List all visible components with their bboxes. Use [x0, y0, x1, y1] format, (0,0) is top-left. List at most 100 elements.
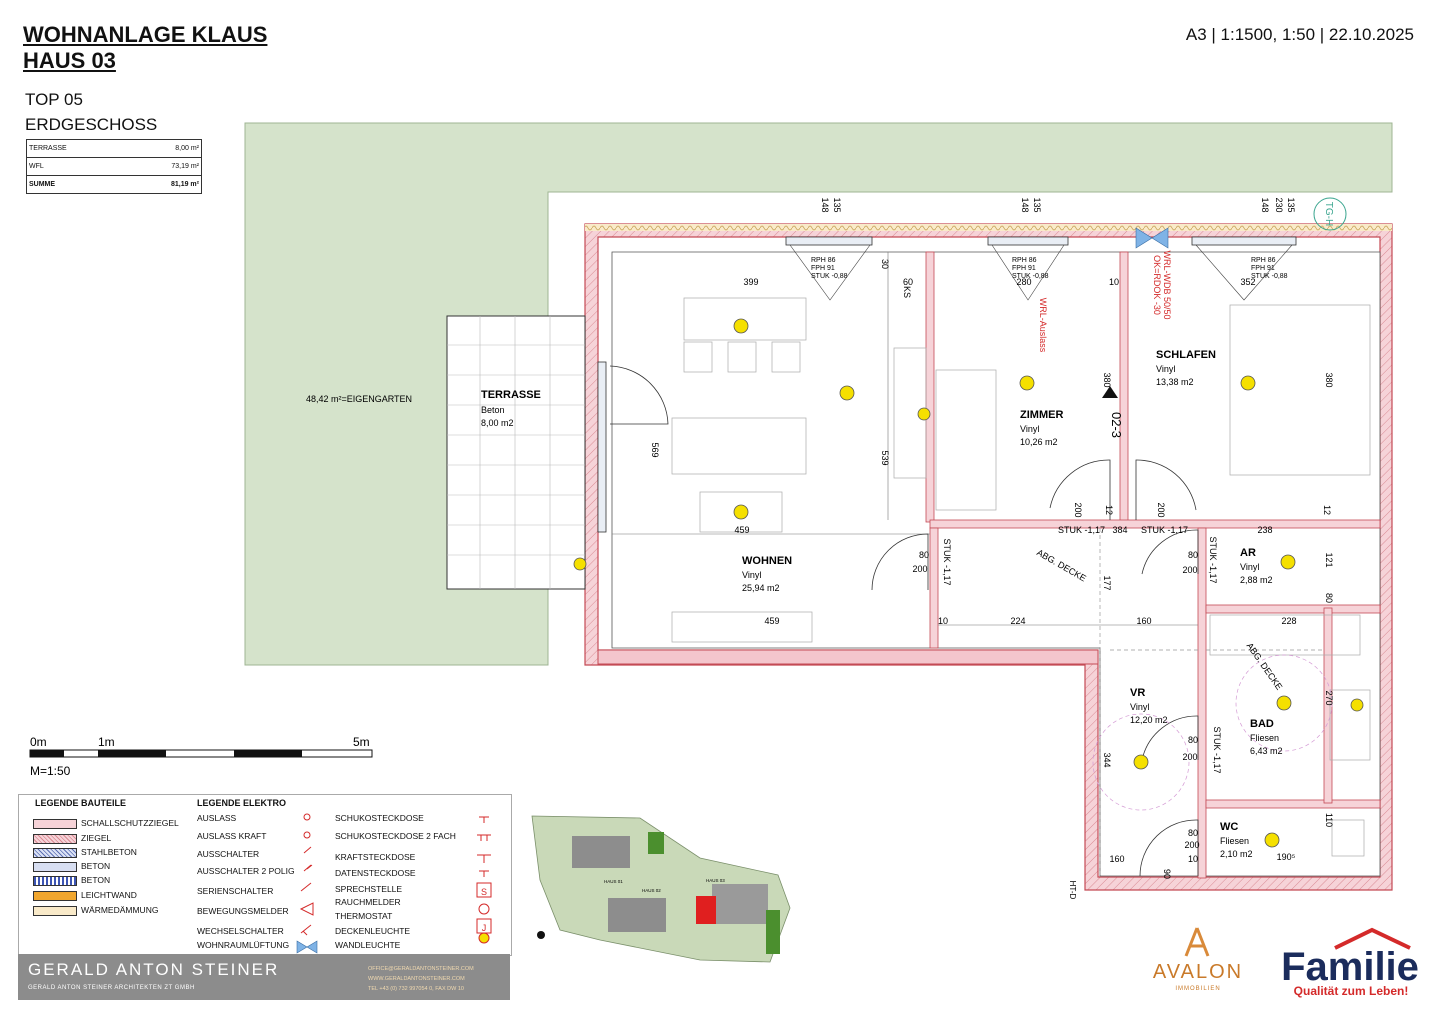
- room-area-terrasse: 8,00 m2: [481, 418, 514, 428]
- avalon-logo: AVALON IMMOBILIEN: [1153, 927, 1241, 992]
- legend-item: WECHSELSCHALTER: [197, 926, 284, 936]
- rph-note: RPH 86: [1012, 257, 1037, 264]
- room-material-vr: Vinyl: [1130, 702, 1149, 712]
- bewegungsmelder-icon: [299, 902, 314, 916]
- room-area-wohnen: 25,94 m2: [742, 583, 780, 593]
- wechselschalter-icon: [300, 924, 312, 936]
- terrace-slab: [446, 315, 586, 590]
- swatch-beton: [33, 862, 77, 872]
- room-area-vr: 12,20 m2: [1130, 715, 1168, 725]
- door-swings: [609, 365, 1199, 877]
- stuk-note: STUK -0,88: [1251, 273, 1288, 280]
- dimension: 30: [880, 259, 890, 269]
- dimension: 238: [1257, 525, 1272, 535]
- dimension: 121: [1324, 552, 1334, 567]
- dimension: 80: [1324, 593, 1334, 603]
- avalon-sub: IMMOBILIEN: [1175, 986, 1220, 992]
- dimension: 10: [1109, 277, 1119, 287]
- legend-elektro-heading: LEGENDE ELEKTRO: [197, 798, 287, 808]
- scale-bar: 0m 1m 5m M=1:50: [29, 735, 373, 778]
- legend-item: BETON: [81, 861, 111, 871]
- dimension: 200: [1184, 840, 1199, 850]
- familie-wordmark: Familie: [1281, 945, 1419, 989]
- legend-item: BEWEGUNGSMELDER: [197, 906, 289, 916]
- dimension: 270: [1324, 690, 1334, 705]
- site-haus-1: HAUS 01: [604, 879, 623, 884]
- dimension: 344: [1102, 752, 1112, 767]
- dimension: 80: [919, 550, 929, 560]
- dimension: 110: [1324, 813, 1334, 827]
- room-name-terrasse: TERRASSE: [481, 389, 541, 401]
- dimension: 80: [1188, 828, 1198, 838]
- garden-label: 48,42 m²=EIGENGARTEN: [306, 394, 412, 404]
- section-marker: 02-3: [1109, 412, 1124, 438]
- interior-floor: [611, 251, 1381, 877]
- legend-item: SCHUKOSTECKDOSE: [335, 813, 424, 823]
- stuk-level: STUK -1,17: [1212, 726, 1222, 773]
- architect-phone: TEL +43 (0) 732 997054 0, FAX DW 10: [368, 986, 464, 992]
- architect-name: GERALD ANTON STEINER: [28, 960, 280, 979]
- schukosteckdose-2fach-icon: [477, 834, 491, 841]
- dimension: 80: [1188, 735, 1198, 745]
- room-name-vr: VR: [1130, 687, 1145, 699]
- sprechstelle-icon: [476, 882, 492, 898]
- architect-email: OFFICE@GERALDANTONSTEINER.COM: [368, 966, 474, 972]
- fph-note: FPH 91: [811, 265, 835, 272]
- dimension: 160: [1136, 616, 1151, 626]
- swatch-schallschutzziegel: [33, 819, 77, 829]
- familie-logo: Familie Qualität zum Leben!: [1281, 927, 1419, 998]
- dimension: 384: [1112, 525, 1127, 535]
- sheet-meta: A3 | 1:1500, 1:50 | 22.10.2025: [1185, 25, 1414, 44]
- interior-walls: [925, 251, 1381, 879]
- scale-tick-1: 1m: [98, 735, 115, 749]
- site-plan: HAUS 01 HAUS 02 HAUS 03: [531, 815, 791, 963]
- ok-rdok-label: OK=RDOK -30: [1152, 255, 1162, 315]
- dimension: 200: [1182, 752, 1197, 762]
- scale-tick-5: 5m: [353, 735, 370, 749]
- svg-text:S: S: [481, 887, 487, 897]
- room-name-wc: WC: [1220, 821, 1238, 833]
- auslass-icon: [303, 813, 311, 821]
- wrl-auslass-label: WRL-Auslass: [1038, 298, 1048, 353]
- room-material-wc: Fliesen: [1220, 836, 1249, 846]
- windows: [597, 236, 1297, 533]
- room-name-wohnen: WOHNEN: [742, 555, 792, 567]
- room-material-bad: Fliesen: [1250, 733, 1279, 743]
- legend-item: AUSSCHALTER 2 POLIG: [197, 866, 295, 876]
- room-name-ar: AR: [1240, 547, 1256, 559]
- wandleuchte-icon: [1135, 227, 1169, 249]
- stuk-note: STUK -0,88: [811, 273, 848, 280]
- dimension: 148: [1020, 197, 1030, 212]
- room-material-ar: Vinyl: [1240, 562, 1259, 572]
- ht-d-label: HT-D: [1068, 881, 1077, 900]
- scale-tick-0: 0m: [30, 735, 47, 749]
- dimension: 200: [1073, 502, 1083, 517]
- room-material-schlafen: Vinyl: [1156, 364, 1175, 374]
- datensteckdose-icon: [479, 870, 489, 877]
- tg-h-label: TG-H: [1323, 202, 1334, 226]
- svg-text:J: J: [482, 923, 487, 933]
- dimension: 230: [1274, 197, 1284, 212]
- legend-item: DATENSTECKDOSE: [335, 868, 416, 878]
- room-name-bad: BAD: [1250, 718, 1274, 730]
- dimension: 177: [1102, 575, 1112, 590]
- rauchmelder-icon: [478, 903, 490, 915]
- auslass-kraft-icon: [303, 831, 311, 839]
- dimension: 224: [1010, 616, 1025, 626]
- rph-note: RPH 86: [1251, 257, 1276, 264]
- dimension: 459: [734, 525, 749, 535]
- rph-note: RPH 86: [811, 257, 836, 264]
- wohnraumlueftung-icon: [296, 940, 318, 954]
- dimension: 10: [938, 616, 948, 626]
- legend-panel: LEGENDE BAUTEILE LEGENDE ELEKTRO SCHALLS…: [18, 794, 512, 956]
- legend-bauteile-heading: LEGENDE BAUTEILE: [35, 798, 127, 808]
- dimension: 80: [1188, 550, 1198, 560]
- room-material-terrasse: Beton: [481, 405, 505, 415]
- serienschalter-icon: [300, 882, 312, 892]
- site-haus-3: HAUS 03: [706, 878, 725, 883]
- familie-slogan: Qualität zum Leben!: [1294, 984, 1409, 998]
- stuk-level: STUK -1,17: [1208, 536, 1218, 583]
